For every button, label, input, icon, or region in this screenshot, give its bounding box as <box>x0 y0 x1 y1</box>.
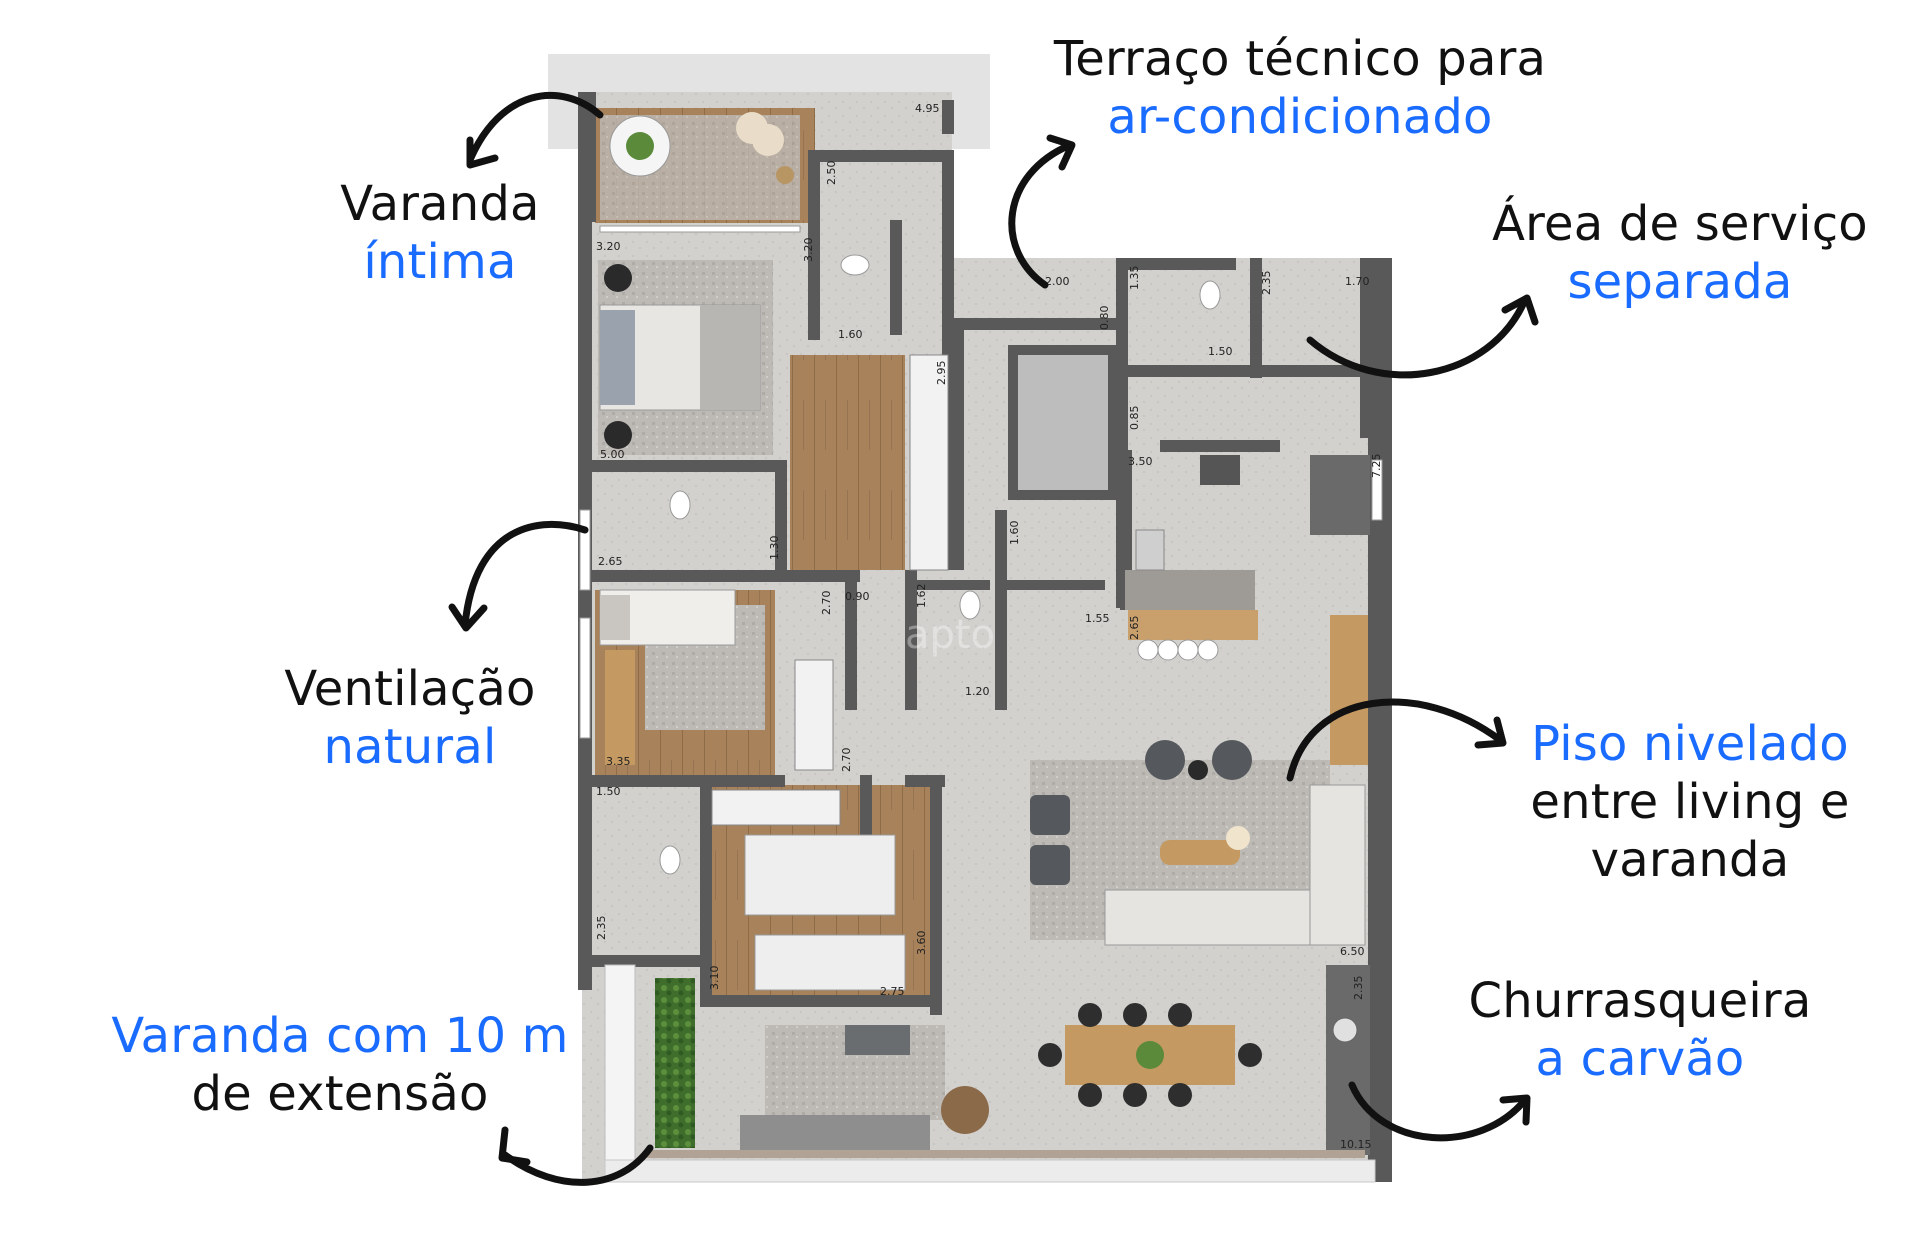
dim-label: 2.70 <box>820 591 833 616</box>
dim-label: 2.75 <box>880 985 905 998</box>
callout-ventilacao-line1: Ventilação <box>284 661 536 717</box>
callout-area-servico-line2: separada <box>1567 254 1793 310</box>
dim-label: 1.30 <box>768 536 781 561</box>
callout-area-servico: Área de serviço separada <box>1480 195 1880 311</box>
dim-label: 0.85 <box>1128 406 1141 431</box>
dim-label: 1.50 <box>596 785 621 798</box>
dim-label: 0.80 <box>1098 306 1111 331</box>
dim-label: 1.60 <box>838 328 863 341</box>
dim-label: 3.20 <box>802 238 815 263</box>
dim-label: 10.15 <box>1340 1138 1372 1151</box>
dim-label: 3.35 <box>606 755 631 768</box>
callout-piso-nivelado-line3: varanda <box>1590 832 1790 888</box>
dim-label: 1.35 <box>1128 266 1141 291</box>
watermark: apto <box>905 612 995 658</box>
callout-varanda-intima-line2: íntima <box>363 234 517 290</box>
dim-label: 2.50 <box>825 161 838 186</box>
dim-label: 3.20 <box>596 240 621 253</box>
callout-ventilacao-line2: natural <box>323 719 497 775</box>
callout-ventilacao: Ventilação natural <box>265 660 555 776</box>
dim-label: 1.20 <box>965 685 990 698</box>
callout-piso-nivelado-line2: entre living e <box>1530 774 1850 830</box>
dim-label: 2.65 <box>1128 616 1141 641</box>
callout-churrasqueira-line2: a carvão <box>1535 1031 1745 1087</box>
dim-label: 2.95 <box>935 361 948 386</box>
dim-label: 2.35 <box>1352 976 1365 1001</box>
dim-label: 2.00 <box>1045 275 1070 288</box>
callout-terraco-tecnico-line2: ar-condicionado <box>1107 89 1493 145</box>
dim-label: 3.50 <box>1128 455 1153 468</box>
callout-piso-nivelado: Piso nivelado entre living e varanda <box>1500 715 1880 889</box>
dim-label: 2.35 <box>595 916 608 941</box>
furniture <box>599 112 1368 1150</box>
dim-label: 2.65 <box>598 555 623 568</box>
dim-label: 3.60 <box>915 931 928 956</box>
dim-label: 1.55 <box>1085 612 1110 625</box>
dim-label: 6.50 <box>1340 945 1365 958</box>
balcony-railing <box>604 964 1376 1183</box>
callout-terraco-tecnico-line1: Terraço técnico para <box>1053 31 1547 87</box>
callout-terraco-tecnico: Terraço técnico para ar-condicionado <box>1020 30 1580 146</box>
callout-churrasqueira: Churrasqueira a carvão <box>1460 972 1820 1088</box>
dim-label: 1.70 <box>1345 275 1370 288</box>
dim-label: 2.70 <box>840 748 853 773</box>
dim-label: 3.10 <box>708 966 721 991</box>
dim-label: 1.50 <box>1208 345 1233 358</box>
callout-varanda-intima: Varanda íntima <box>320 175 560 291</box>
dim-label: 2.35 <box>1260 271 1273 296</box>
callout-area-servico-line1: Área de serviço <box>1492 196 1868 252</box>
dim-label: 1.60 <box>1008 521 1021 546</box>
callout-varanda-10m: Varanda com 10 m de extensão <box>100 1007 580 1123</box>
callout-varanda-10m-line1: Varanda com 10 m <box>111 1008 569 1064</box>
callout-varanda-10m-line2: de extensão <box>191 1066 489 1122</box>
dim-label: 1.62 <box>915 584 928 609</box>
callout-piso-nivelado-line1: Piso nivelado <box>1531 716 1849 772</box>
dim-label: 7.25 <box>1370 454 1383 479</box>
dim-label: 4.95 <box>915 102 940 115</box>
dim-label: 0.90 <box>845 590 870 603</box>
dim-label: 5.00 <box>600 448 625 461</box>
floor-areas <box>582 92 1392 1182</box>
callout-varanda-intima-line1: Varanda <box>340 176 540 232</box>
callout-churrasqueira-line1: Churrasqueira <box>1468 973 1812 1029</box>
